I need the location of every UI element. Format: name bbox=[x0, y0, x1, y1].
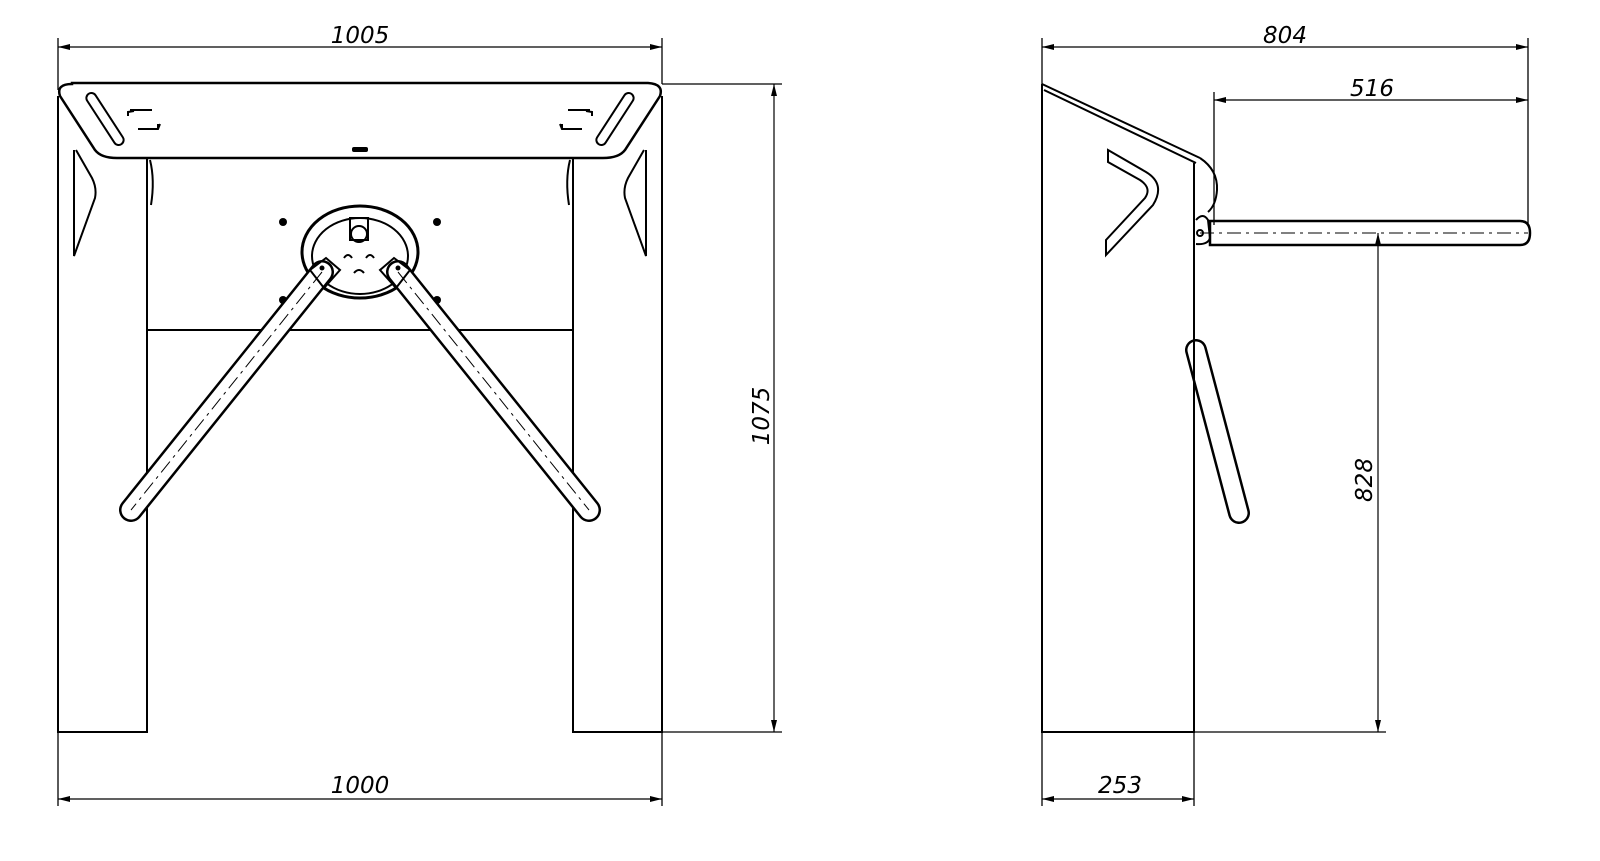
dimension-label: 253 bbox=[1098, 773, 1142, 799]
dimension-label: 1000 bbox=[331, 773, 390, 799]
dimension-label: 828 bbox=[1352, 458, 1378, 502]
bolt bbox=[433, 218, 441, 226]
dimension-arm-length: 516 bbox=[1213, 76, 1528, 225]
hub-pin bbox=[350, 225, 368, 243]
dimension-base-depth: 253 bbox=[1041, 732, 1195, 806]
dimension-base-width: 1000 bbox=[57, 732, 663, 806]
bolt bbox=[279, 218, 287, 226]
side-view: 804 516 828 253 bbox=[1041, 23, 1532, 806]
indicator-icon-left bbox=[127, 109, 161, 130]
top-slope bbox=[1041, 83, 1201, 164]
dimension-label: 804 bbox=[1263, 23, 1307, 49]
dimension-top-width: 1005 bbox=[57, 23, 663, 90]
right-leg bbox=[572, 96, 663, 733]
hub-marks bbox=[343, 254, 375, 274]
tripod-arm-left bbox=[119, 256, 342, 522]
hub-latch bbox=[349, 217, 369, 241]
side-chevron-bracket bbox=[1105, 148, 1160, 258]
dimension-label: 516 bbox=[1350, 76, 1394, 102]
card-slot-left bbox=[85, 92, 125, 146]
front-view: 1005 1075 1000 bbox=[57, 23, 782, 806]
side-guard-left bbox=[73, 149, 97, 257]
rotor-hub bbox=[300, 204, 420, 300]
dimension-height: 1075 bbox=[662, 83, 782, 733]
tripod-arm-lower bbox=[1185, 330, 1250, 524]
leg-lip-right bbox=[566, 159, 571, 206]
dimension-total-depth: 804 bbox=[1041, 23, 1529, 225]
side-guard-right bbox=[623, 149, 647, 257]
sensor-window bbox=[352, 147, 368, 152]
top-head-panel bbox=[58, 81, 662, 160]
head-cover bbox=[1199, 157, 1219, 213]
dimension-arm-height: 828 bbox=[1194, 233, 1386, 733]
leg-lip-left bbox=[149, 159, 154, 206]
dimension-label: 1075 bbox=[749, 387, 775, 446]
cabinet-body bbox=[1041, 84, 1195, 733]
left-leg bbox=[57, 96, 148, 733]
tripod-arm-right bbox=[378, 256, 601, 522]
indicator-icon-right bbox=[559, 109, 593, 130]
card-slot-right bbox=[595, 92, 635, 146]
tripod-arm-horizontal bbox=[1200, 219, 1532, 247]
dimension-label: 1005 bbox=[331, 23, 390, 49]
